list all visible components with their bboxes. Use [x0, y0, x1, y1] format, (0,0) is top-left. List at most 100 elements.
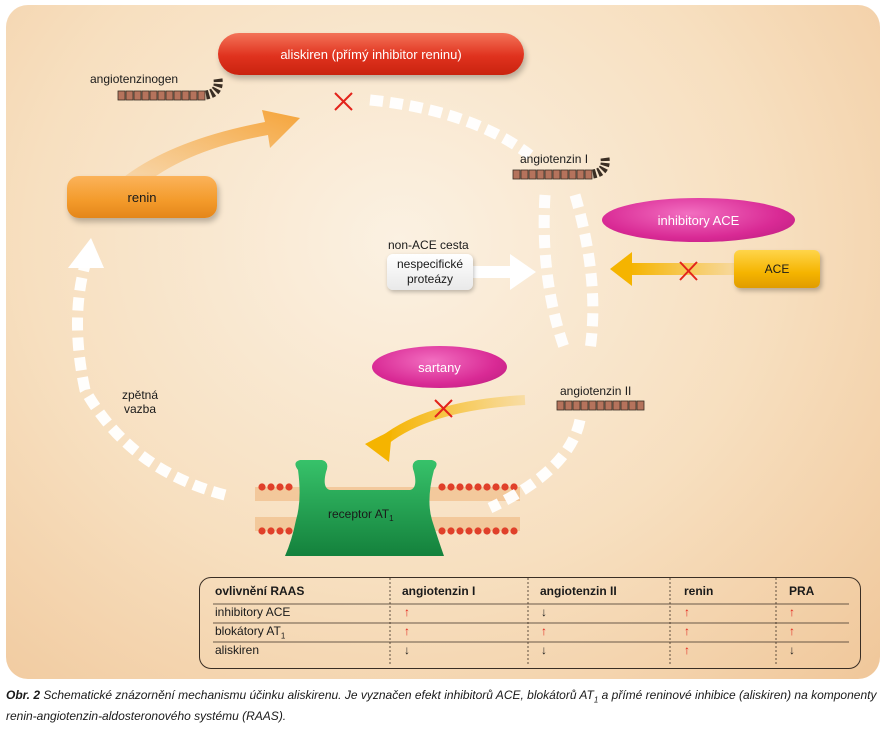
receptor-at1-shape	[285, 460, 444, 556]
table-cell-arrow: ↓	[789, 643, 795, 657]
lipid-head	[258, 483, 266, 491]
peptide-residue	[576, 169, 585, 180]
caption-sub: 1	[593, 695, 599, 705]
table-row-label: blokátory AT1	[215, 624, 286, 641]
angiotenzin-i-peptide	[512, 157, 610, 180]
peptide-residue	[141, 90, 150, 101]
table-header-3: renin	[684, 584, 714, 598]
angiotenzinogen-peptide	[117, 78, 223, 101]
peptide-residue	[628, 400, 637, 411]
figure-caption: Obr. 2 Schematické znázornění mechanismu…	[6, 687, 880, 724]
peptide-residue	[544, 169, 553, 180]
peptide-residue	[165, 90, 174, 101]
lipid-head	[510, 483, 518, 491]
table-row-label: inhibitory ACE	[215, 605, 291, 619]
caption-text-b: a přímé reninové inhibice (aliskiren) na…	[6, 688, 877, 724]
lipid-head	[492, 527, 500, 535]
table-cell-arrow: ↑	[789, 624, 795, 638]
peptide-residue	[636, 400, 645, 411]
effects-table	[199, 577, 861, 669]
lipid-head	[465, 527, 473, 535]
ace-arrow	[610, 252, 734, 286]
peptide-residue	[133, 90, 142, 101]
peptide-residue	[181, 90, 190, 101]
peptide-residue	[512, 169, 521, 180]
peptide-residue	[149, 90, 158, 101]
peptide-residue	[157, 90, 166, 101]
peptide-residue	[596, 400, 605, 411]
peptide-residue	[528, 169, 537, 180]
peptide-tail	[592, 157, 610, 179]
lipid-head	[285, 483, 293, 491]
peptide-residue	[620, 400, 629, 411]
feedback-line-2: vazba	[124, 402, 157, 416]
feedback-label: zpětná vazba	[122, 388, 158, 416]
peptide-residue	[556, 400, 565, 411]
feedback-line-1: zpětná	[122, 388, 159, 402]
inhibitory-ace-label: inhibitory ACE	[657, 212, 740, 228]
non-ace-arrow	[473, 254, 536, 290]
peptide-residue	[568, 169, 577, 180]
peptide-residue	[612, 400, 621, 411]
peptide-residue	[117, 90, 126, 101]
lipid-head	[447, 483, 455, 491]
peptide-residue	[520, 169, 529, 180]
lipid-head	[258, 527, 266, 535]
renin-node: renin	[67, 176, 217, 218]
lipid-head	[501, 483, 509, 491]
lipid-head	[285, 527, 293, 535]
sartany-node: sartany	[372, 346, 507, 388]
lipid-head	[276, 483, 284, 491]
lipid-head	[465, 483, 473, 491]
peptide-residue	[564, 400, 573, 411]
lipid-head	[483, 483, 491, 491]
table-cell-arrow: ↑	[541, 624, 547, 638]
membrane-lipid-heads	[258, 483, 518, 535]
lipid-head	[483, 527, 491, 535]
table-cell-arrow: ↑	[684, 605, 690, 619]
table-header-1: angiotenzin I	[402, 584, 476, 598]
lipid-head	[447, 527, 455, 535]
ace-node: ACE	[734, 250, 820, 288]
proteazy-line-2: proteázy	[406, 272, 454, 286]
lipid-head	[438, 483, 446, 491]
peptide-residue	[552, 169, 561, 180]
table-lines	[213, 578, 849, 665]
proteazy-line-1: nespecifické	[396, 257, 464, 271]
renin-label: renin	[127, 189, 157, 205]
ace-label: ACE	[764, 262, 790, 276]
aliskiren-node: aliskiren (přímý inhibitor reninu)	[218, 33, 524, 75]
peptide-residue	[536, 169, 545, 180]
inhibitory-ace-node: inhibitory ACE	[602, 198, 795, 242]
block-x-marks	[334, 92, 698, 418]
peptide-residue	[125, 90, 134, 101]
lipid-head	[267, 527, 275, 535]
aliskiren-label: aliskiren (přímý inhibitor reninu)	[280, 46, 462, 62]
receptor-label: receptor AT1	[328, 507, 394, 523]
angiotenzinogen-label: angiotenzinogen	[90, 72, 179, 86]
lipid-head	[456, 483, 464, 491]
peptide-residue	[560, 169, 569, 180]
table-header-2: angiotenzin II	[540, 584, 617, 598]
angiotenzin-i-label: angiotenzin I	[520, 152, 589, 166]
lipid-head	[474, 527, 482, 535]
peptide-residue	[584, 169, 593, 180]
lipid-head	[438, 527, 446, 535]
proteazy-node: nespecifické proteázy	[387, 254, 473, 290]
lipid-head	[492, 483, 500, 491]
angiotenzin-ii-peptide	[556, 400, 645, 411]
table-cell-arrow: ↑	[684, 624, 690, 638]
peptide-residue	[572, 400, 581, 411]
angiotensin-ii-arrow	[365, 395, 526, 462]
table-cell-arrow: ↑	[404, 605, 410, 619]
peptide-tail	[205, 78, 223, 100]
lipid-head	[474, 483, 482, 491]
pathway-dashes	[72, 94, 599, 513]
table-cell-arrow: ↑	[404, 624, 410, 638]
lipid-head	[276, 527, 284, 535]
non-ace-label: non-ACE cesta	[388, 238, 469, 252]
peptide-residue	[173, 90, 182, 101]
renin-activity-arrow	[120, 110, 300, 188]
table-cell-arrow: ↓	[404, 643, 410, 657]
